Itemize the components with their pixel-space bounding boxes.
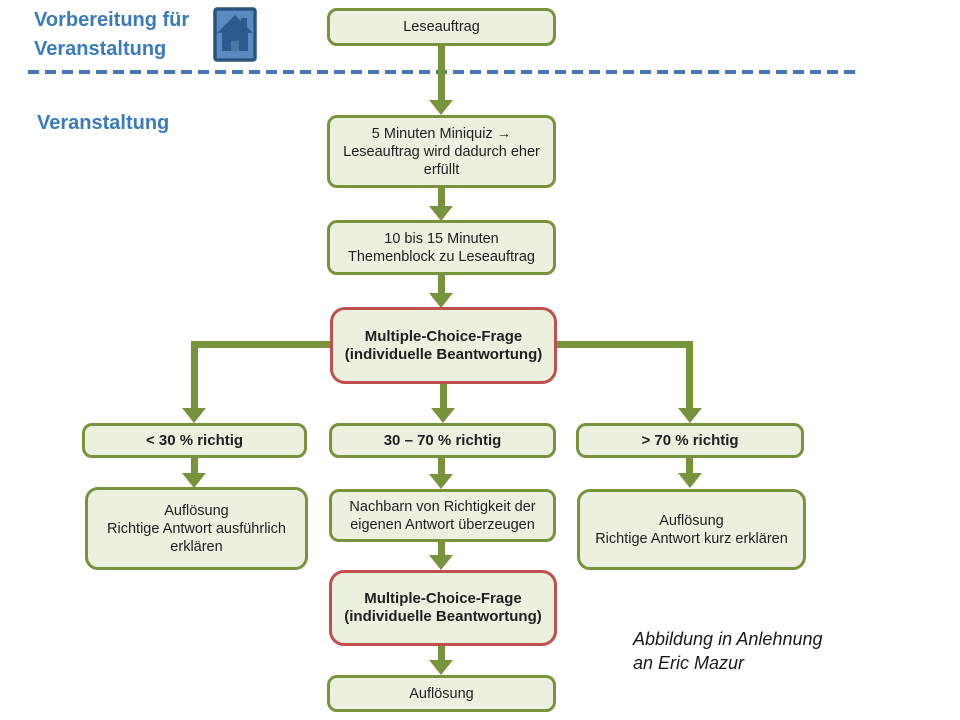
- connector-mc2-final: [438, 646, 445, 661]
- node-30-70-label: 30 – 70 % richtig: [383, 431, 502, 449]
- connector-themenblock-mc1: [438, 275, 445, 294]
- node-nachbarn-label: Nachbarn von Richtigkeit der eigenen Ant…: [349, 498, 536, 533]
- connector-mc1-left-vertical: [191, 341, 198, 409]
- connector-nachbarn-mc2: [438, 542, 445, 556]
- annotation-credit: Abbildung in Anlehnung an Eric Mazur: [633, 627, 823, 675]
- arrowhead-themenblock: [429, 206, 453, 221]
- node-ueber-70-label: > 70 % richtig: [641, 431, 739, 449]
- node-mc-frage-2-label: Multiple-Choice-Frage (individuelle Bean…: [344, 590, 542, 625]
- event-section-label: Veranstaltung: [37, 109, 169, 138]
- node-ueber-70: > 70 % richtig: [576, 423, 804, 458]
- node-miniquiz: 5 Minuten Miniquiz → Leseauftrag wird da…: [327, 115, 556, 188]
- connector-miniquiz-themenblock: [438, 188, 445, 207]
- connector-mc1-right-vertical: [686, 341, 693, 409]
- connector-mc1-left-horizontal: [191, 341, 336, 348]
- arrowhead-aufloesung-ausfuehrlich: [182, 473, 206, 488]
- connector-leseauftrag-miniquiz: [438, 46, 445, 101]
- connector-3070-nachbarn: [438, 458, 445, 475]
- node-miniquiz-label: 5 Minuten Miniquiz → Leseauftrag wird da…: [343, 125, 540, 178]
- node-mc-frage-1-label: Multiple-Choice-Frage (individuelle Bean…: [344, 327, 543, 363]
- node-themenblock: 10 bis 15 Minuten Themenblock zu Leseauf…: [327, 220, 556, 275]
- node-aufloesung-kurz: Auflösung Richtige Antwort kurz erklären: [577, 489, 806, 570]
- annotation-line2: an Eric Mazur: [633, 653, 745, 673]
- home-icon[interactable]: [213, 7, 257, 62]
- node-mc-frage-2: Multiple-Choice-Frage (individuelle Bean…: [329, 570, 557, 646]
- node-leseauftrag-label: Leseauftrag: [403, 19, 480, 35]
- node-aufloesung-ausfuehrlich: Auflösung Richtige Antwort ausführlich e…: [85, 487, 308, 570]
- node-nachbarn: Nachbarn von Richtigkeit der eigenen Ant…: [329, 489, 556, 542]
- node-unter-30: < 30 % richtig: [82, 423, 307, 458]
- node-themenblock-label: 10 bis 15 Minuten Themenblock zu Leseauf…: [348, 230, 535, 265]
- arrowhead-final: [429, 660, 453, 675]
- node-leseauftrag: Leseauftrag: [327, 8, 556, 46]
- connector-unter30-aufloesung: [191, 458, 198, 474]
- connector-ueber70-aufloesung: [686, 458, 693, 474]
- connector-mc1-right-horizontal: [552, 341, 693, 348]
- arrowhead-mc1: [429, 293, 453, 308]
- arrowhead-nachbarn: [429, 474, 453, 489]
- arrowhead-30-70: [431, 408, 455, 423]
- arrowhead-ueber70: [678, 408, 702, 423]
- annotation-line1: Abbildung in Anlehnung: [633, 629, 823, 649]
- event-label: Veranstaltung: [37, 112, 170, 134]
- arrowhead-unter30: [182, 408, 206, 423]
- node-30-70: 30 – 70 % richtig: [329, 423, 556, 458]
- node-aufloesung-final-label: Auflösung: [409, 685, 474, 702]
- preparation-label-line2: Veranstaltung: [34, 38, 167, 60]
- node-aufloesung-final: Auflösung: [327, 675, 556, 712]
- connector-mc1-middle: [440, 384, 447, 409]
- node-aufloesung-ausfuehrlich-label: Auflösung Richtige Antwort ausführlich e…: [107, 502, 286, 555]
- preparation-section-label: Vorbereitung für Veranstaltung: [34, 6, 189, 64]
- arrowhead-miniquiz: [429, 100, 453, 115]
- node-unter-30-label: < 30 % richtig: [145, 431, 244, 449]
- node-mc-frage-1: Multiple-Choice-Frage (individuelle Bean…: [330, 307, 557, 384]
- preparation-label-line1: Vorbereitung für: [34, 9, 190, 31]
- node-aufloesung-kurz-label: Auflösung Richtige Antwort kurz erklären: [595, 512, 788, 547]
- arrowhead-aufloesung-kurz: [678, 473, 702, 488]
- arrowhead-mc2: [429, 555, 453, 570]
